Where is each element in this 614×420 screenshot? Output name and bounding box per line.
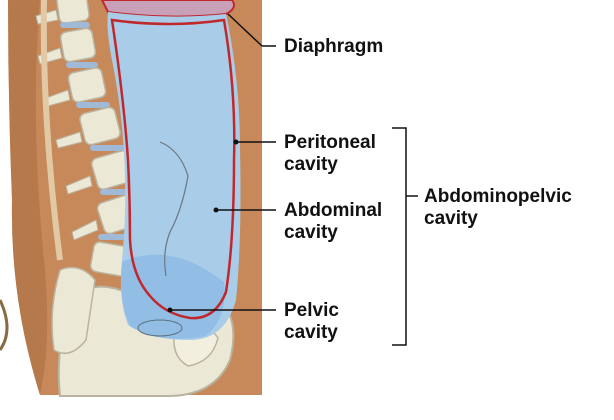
diaphragm-leader	[227, 13, 263, 47]
vertebra	[59, 27, 97, 63]
vertebra	[67, 67, 107, 103]
label-pelvic-line2: cavity	[284, 322, 338, 343]
intervertebral-disc	[98, 234, 132, 240]
label-peritoneal-cavity: Peritoneal cavity	[284, 132, 376, 176]
abdominopelvic-bracket	[392, 127, 407, 346]
sacrum	[51, 266, 96, 355]
label-abdominal-cavity: Abdominal cavity	[284, 200, 382, 244]
intervertebral-disc	[76, 102, 110, 108]
bladder-outline	[137, 319, 183, 337]
intervertebral-disc	[66, 62, 98, 68]
vertebral-column	[35, 0, 142, 355]
vertebra	[56, 0, 90, 24]
label-peritoneal-line2: cavity	[284, 154, 338, 175]
vertebra	[79, 106, 121, 146]
left-edge-arc	[0, 299, 9, 351]
label-abdominopelvic-line2: cavity	[424, 208, 478, 229]
mesentery-line	[159, 141, 189, 277]
label-abdominopelvic-cavity: Abdominopelvic cavity	[424, 186, 572, 230]
spinous-process	[71, 219, 99, 241]
diaphragm-band	[100, 0, 235, 18]
label-peritoneal-line1: Peritoneal	[284, 132, 376, 153]
torso-skin-shade	[8, 0, 48, 395]
label-abdominal-line2: cavity	[284, 222, 338, 243]
intervertebral-disc	[90, 145, 126, 151]
label-diaphragm: Diaphragm	[284, 36, 383, 58]
spinous-process	[55, 131, 83, 149]
label-abdominal-line1: Abdominal	[284, 200, 383, 221]
label-abdominopelvic-line1: Abdominopelvic	[424, 186, 572, 207]
label-pelvic-line1: Pelvic	[284, 300, 339, 321]
label-diaphragm-line1: Diaphragm	[284, 36, 384, 57]
spinal-cord	[40, 0, 63, 261]
leader-lines	[167, 13, 418, 346]
label-pelvic-cavity: Pelvic cavity	[284, 300, 339, 344]
spinous-process	[65, 175, 93, 195]
intervertebral-disc	[60, 22, 90, 28]
peritoneum-outline	[110, 18, 236, 320]
